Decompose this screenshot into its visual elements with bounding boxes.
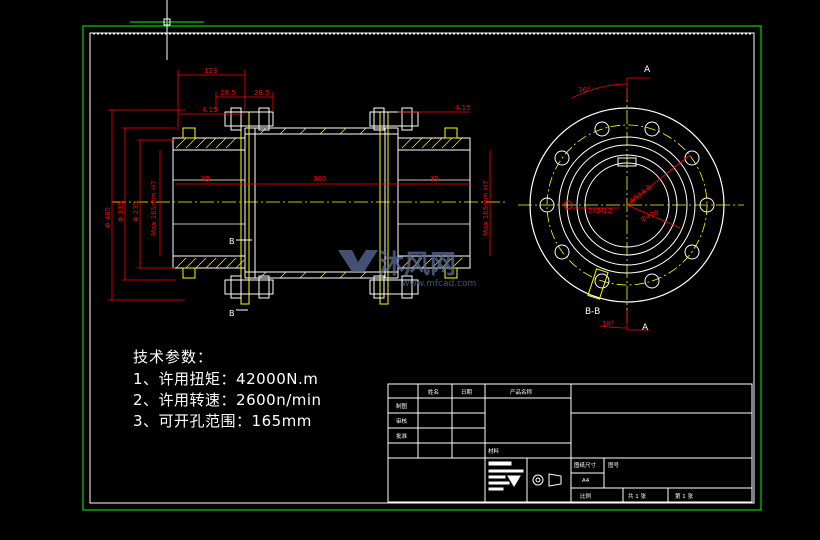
right-hub-hatch — [401, 137, 463, 269]
dim-bore-left: Max 165mm H7 — [150, 180, 158, 236]
dim-top-left: 28.5 — [220, 89, 236, 97]
tb-scale: 比例 — [580, 492, 592, 500]
dim-top-width: 123 — [204, 67, 217, 75]
projection-symbol-icon — [532, 473, 562, 487]
side-view-dimension-text: 123 28.5 28.5 4.15 4.15 35 300 35 Φ 485 … — [104, 67, 490, 236]
dim-spacer: 300 — [313, 175, 326, 183]
pcd-label: Φ514.8 — [628, 184, 653, 206]
tech-param-speed: 2、许用转速：2600n/min — [133, 391, 322, 409]
tb-paper-size-label: 图纸尺寸 — [574, 461, 597, 469]
section-bb-label: B-B — [585, 307, 600, 317]
dim-gap-left: 4.15 — [202, 106, 218, 114]
watermark-url: www.mfcad.com — [402, 279, 476, 289]
tb-total-sheets: 共 1 张 — [628, 492, 646, 500]
tb-material: 材料 — [488, 447, 500, 455]
tb-product-name: 产品名称 — [510, 388, 533, 396]
tb-check: 审核 — [396, 417, 408, 425]
dim-bore-right: Max 165mm H7 — [482, 180, 490, 236]
section-b2-label: B — [229, 309, 235, 318]
bolt-assemblies — [224, 107, 419, 299]
section-a-bottom: A — [642, 323, 649, 333]
section-b-bolt — [587, 268, 609, 300]
bolt-label: 2XM12 — [588, 207, 612, 215]
watermark-logo-icon — [338, 250, 378, 272]
inner-dia-label: Φ430 — [639, 209, 659, 224]
dim-hub-left: 35 — [201, 175, 210, 183]
dim-dia-flange: Φ 335 — [117, 201, 125, 222]
dim-gap-right: 4.15 — [455, 104, 471, 112]
watermark: 沐风网 www.mfcad.com — [338, 250, 476, 289]
tech-param-torque: 1、许用扭矩：42000N.m — [133, 370, 319, 388]
drawing-frame — [82, 25, 762, 511]
tb-approve: 批准 — [396, 432, 408, 440]
tech-params-title: 技术参数： — [133, 348, 214, 366]
left-hub-hatch — [175, 137, 245, 269]
title-block-logo — [488, 461, 524, 491]
watermark-brand: 沐风网 — [378, 250, 456, 280]
side-view-dimensions — [108, 70, 491, 301]
crosshair-cursor-icon — [130, 0, 204, 60]
tech-param-bore: 3、可开孔范围：165mm — [133, 412, 312, 430]
coupling-side-view: B B — [112, 107, 508, 318]
tb-drawn: 制图 — [396, 402, 408, 410]
tb-sheet: 第 1 张 — [675, 492, 693, 500]
dim-dia-outer: Φ 485 — [104, 207, 112, 228]
section-b-label: B — [229, 237, 235, 246]
dim-hub-right: 35 — [430, 175, 439, 183]
spacer-tube — [245, 127, 398, 279]
end-view-labels: 36° 18° Φ514.8 Φ430 2XM12 — [578, 86, 660, 328]
right-hub — [397, 128, 471, 278]
angle-top: 36° — [578, 86, 590, 94]
left-hub — [172, 128, 246, 278]
dim-dia-hub: Φ 235 — [132, 201, 140, 222]
tb-name-col: 姓名 — [428, 388, 439, 396]
angle-bottom: 18° — [602, 320, 614, 328]
tb-date-col: 日期 — [461, 389, 473, 396]
dim-top-right: 28.5 — [254, 89, 270, 97]
coupling-end-view — [518, 77, 744, 331]
section-a-top: A — [644, 65, 651, 75]
tb-paper-size: A4 — [582, 478, 590, 484]
title-block — [387, 383, 753, 503]
tb-drawing-no: 图号 — [608, 461, 620, 469]
